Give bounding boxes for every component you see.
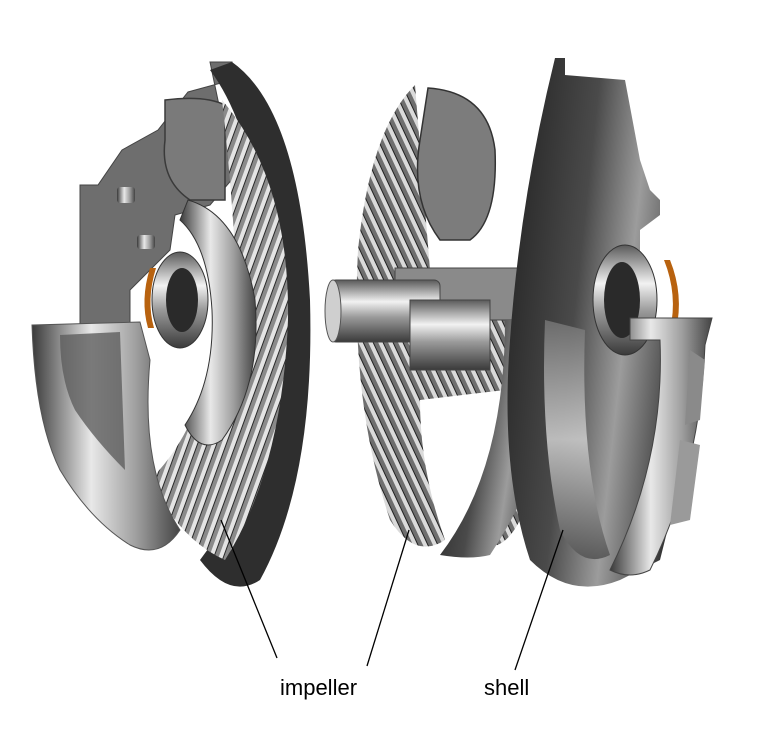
- leader-line-impeller: [220, 519, 278, 659]
- label-impeller: impeller: [280, 675, 358, 700]
- label-shell: shell: [484, 675, 530, 700]
- impeller-blades: [150, 100, 289, 560]
- impeller-outer-rim: [200, 62, 311, 587]
- leader-lines: [220, 519, 564, 671]
- shell-cover-ring: [609, 317, 713, 576]
- turbine-assembly: [324, 85, 560, 558]
- shell-seal: [664, 260, 679, 330]
- impeller-seal: [144, 268, 156, 328]
- impeller-hub-ring: [179, 199, 257, 446]
- leader-line-shell: [514, 529, 564, 671]
- shell-assembly: [507, 58, 713, 587]
- leader-line-impeller: [366, 529, 410, 667]
- impeller-assembly: [31, 61, 311, 587]
- shell-inner-face: [544, 320, 610, 560]
